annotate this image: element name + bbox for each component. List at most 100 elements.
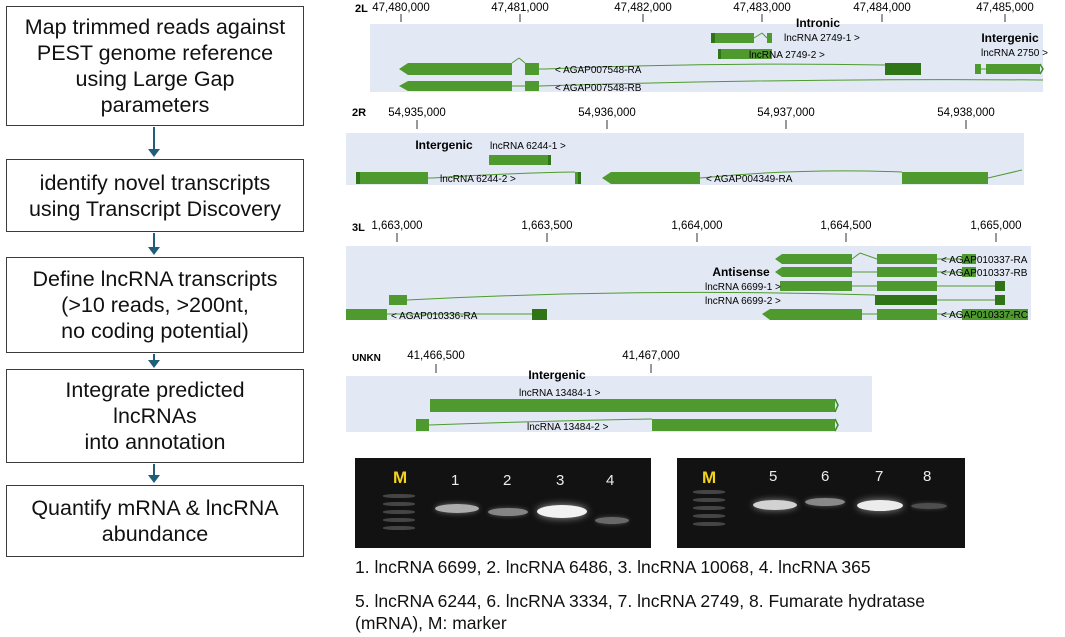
tick-label: 1,664,500 <box>820 220 871 232</box>
ruler: 41,466,500 41,467,000 <box>407 350 680 373</box>
ladder-band <box>693 522 725 526</box>
transcript-label: lncRNA 6699-2 > <box>705 296 781 307</box>
lane-label: 2 <box>503 472 512 489</box>
tick-label: 41,466,500 <box>407 350 465 362</box>
workflow-step-integrate: Integrate predicted lncRNAs into annotat… <box>6 369 304 463</box>
category-label: Intergenic <box>415 138 473 152</box>
chrom-label: 2L <box>355 3 368 15</box>
gel-band <box>911 503 947 509</box>
chrom-label: UNKN <box>352 353 381 364</box>
tick-label: 47,484,000 <box>853 2 911 14</box>
gene-agap007548-ra: < AGAP007548-RA <box>399 57 921 76</box>
workflow-step-map-reads: Map trimmed reads against PEST genome re… <box>6 6 304 126</box>
transcript-lncrna-6244-1: lncRNA 6244-1 > <box>489 141 566 165</box>
tick-label: 1,663,000 <box>371 220 422 232</box>
transcript-lncrna-6699-2: lncRNA 6699-2 > <box>389 291 1005 307</box>
workflow-arrow <box>148 127 160 157</box>
lane-label: 3 <box>556 472 565 489</box>
tick-label: 1,665,000 <box>970 220 1021 232</box>
tick-label: 47,482,000 <box>614 2 672 14</box>
gene-agap010337-rb: < AGAP010337-RB <box>775 267 1028 279</box>
ladder-band <box>383 494 415 498</box>
ruler: 1,663,000 1,663,500 1,664,000 1,664,500 … <box>371 220 1022 242</box>
gel-band <box>857 500 903 511</box>
workflow-arrow <box>148 464 160 483</box>
ladder-band <box>383 526 415 530</box>
tick-label: 47,485,000 <box>976 2 1034 14</box>
ladder-band <box>693 514 725 518</box>
gel-band <box>753 500 797 510</box>
tick-label: 54,937,000 <box>757 107 815 119</box>
category-label: Intergenic <box>528 368 586 382</box>
gene-agap010337-ra: < AGAP010337-RA <box>775 252 1028 266</box>
tick-label: 1,664,000 <box>671 220 722 232</box>
transcript-label: < AGAP004349-RA <box>706 174 793 185</box>
lane-label: 4 <box>606 472 615 489</box>
tick-label: 47,481,000 <box>491 2 549 14</box>
gel-band <box>435 504 479 513</box>
gene-agap004349-ra: < AGAP004349-RA <box>602 169 1023 185</box>
category-label: Intergenic <box>981 31 1039 45</box>
gel-band <box>537 505 587 518</box>
ladder-band <box>693 506 725 510</box>
workflow-step-quantify: Quantify mRNA & lncRNA abundance <box>6 485 304 557</box>
workflow-step-define: Define lncRNA transcripts (>10 reads, >2… <box>6 257 304 353</box>
gel-legend-line-1: 1. lncRNA 6699, 2. lncRNA 6486, 3. lncRN… <box>355 557 871 577</box>
ladder-band <box>693 498 725 502</box>
gene-agap007548-rb: < AGAP007548-RB <box>399 79 1044 94</box>
workflow-arrow <box>148 354 160 368</box>
track-2l: 2L 47,480,000 47,481,000 47,482,000 47,4… <box>355 2 1048 94</box>
transcript-lncrna-13484-1: lncRNA 13484-1 > <box>430 388 839 413</box>
track-2r: 2R 54,935,000 54,936,000 54,937,000 54,9… <box>346 107 1024 185</box>
tick-label: 54,938,000 <box>937 107 995 119</box>
category-label: Antisense <box>712 265 770 279</box>
transcript-label: lncRNA 13484-2 > <box>527 422 609 433</box>
tick-label: 41,467,000 <box>622 350 680 362</box>
transcript-label: < AGAP010337-RB <box>941 268 1028 279</box>
marker-label: M <box>393 468 408 487</box>
transcript-lncrna-6699-1: lncRNA 6699-1 > <box>705 281 1005 293</box>
gel-band <box>488 508 528 516</box>
tick-label: 47,480,000 <box>372 2 430 14</box>
transcript-label: lncRNA 6244-2 > <box>440 174 516 185</box>
chrom-label: 2R <box>352 107 366 119</box>
tick-label: 54,935,000 <box>388 107 446 119</box>
transcript-lncrna-6244-2: lncRNA 6244-2 > <box>356 171 581 185</box>
lane-label: 5 <box>769 468 778 485</box>
gene-agap010336-ra: < AGAP010336-RA <box>346 309 547 322</box>
transcript-label: < AGAP007548-RB <box>555 83 642 94</box>
transcript-label: lncRNA 2749-1 > <box>784 33 860 44</box>
category-label: Intronic <box>796 16 840 30</box>
track-3l: 3L 1,663,000 1,663,500 1,664,000 1,664,5… <box>346 220 1031 322</box>
marker-label: M <box>702 468 717 487</box>
tick-label: 54,936,000 <box>578 107 636 119</box>
gel-legend-line-2: 5. lncRNA 6244, 6. lncRNA 3334, 7. lncRN… <box>355 591 926 611</box>
track-unkn: UNKN 41,466,500 41,467,000 Intergenic ln… <box>346 350 872 433</box>
transcript-label: lncRNA 2750 > <box>981 48 1048 59</box>
ladder-band <box>383 510 415 514</box>
transcript-lncrna-2749-2: lncRNA 2749-2 > <box>718 49 825 61</box>
transcript-lncrna-2749-1: lncRNA 2749-1 > <box>711 32 860 44</box>
workflow-step-identify: identify novel transcripts using Transcr… <box>6 159 304 232</box>
transcript-label: < AGAP007548-RA <box>555 65 642 76</box>
chrom-label: 3L <box>352 222 365 234</box>
gel-band <box>805 498 845 506</box>
transcript-label: lncRNA 2749-2 > <box>749 50 825 61</box>
tick-label: 1,663,500 <box>521 220 572 232</box>
workflow-arrow <box>148 233 160 255</box>
transcript-lncrna-13484-2: lncRNA 13484-2 > <box>416 418 839 433</box>
lane-label: 7 <box>875 468 884 485</box>
transcript-lncrna-2750: lncRNA 2750 > <box>975 48 1048 75</box>
transcript-label: < AGAP010337-RA <box>941 255 1028 266</box>
transcript-label: lncRNA 6244-1 > <box>490 141 566 152</box>
gel-band <box>595 517 629 524</box>
lane-label: 1 <box>451 472 460 489</box>
transcript-label: < AGAP010337-RC <box>941 310 1028 321</box>
track-background <box>370 24 1043 92</box>
ruler: 47,480,000 47,481,000 47,482,000 47,483,… <box>372 2 1034 22</box>
gel-legend-line-3: (mRNA), M: marker <box>355 613 507 633</box>
transcript-label: lncRNA 6699-1 > <box>705 282 781 293</box>
tick-label: 47,483,000 <box>733 2 791 14</box>
ladder-band <box>693 490 725 494</box>
